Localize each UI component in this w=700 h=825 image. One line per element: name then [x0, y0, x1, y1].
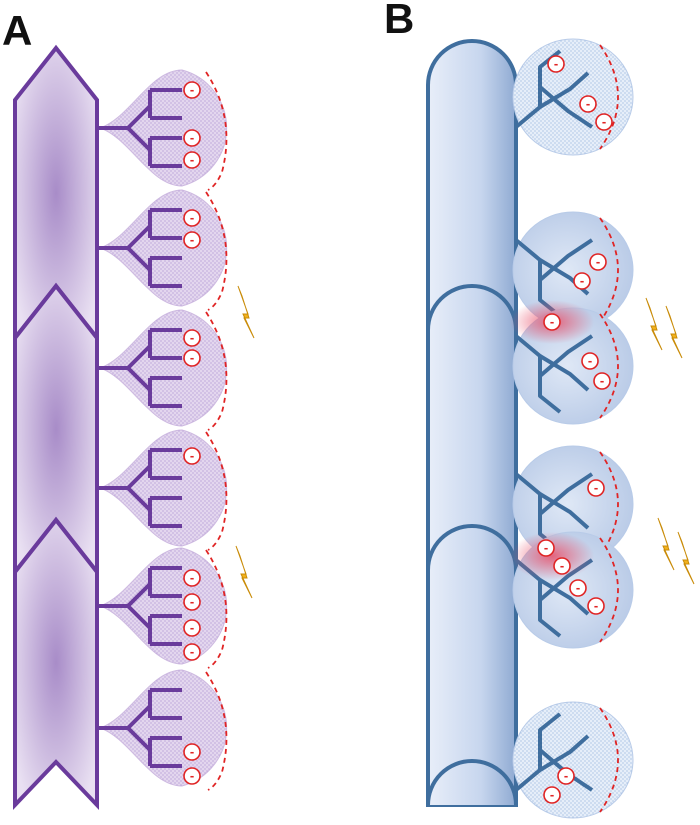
negative-charge-icon: -	[183, 619, 201, 637]
panel-b: ---------------	[426, 38, 695, 819]
negative-charge-icon: -	[589, 253, 607, 271]
panel-a-label: A	[2, 7, 32, 54]
negative-charge-icon: -	[569, 579, 587, 597]
charge-symbol: -	[190, 644, 194, 659]
side-chain-unit: -	[97, 429, 228, 551]
charge-symbol: -	[580, 273, 584, 288]
negative-charge-icon: -	[183, 209, 201, 227]
charge-symbol: -	[190, 570, 194, 585]
charge-symbol: -	[564, 768, 568, 783]
panel-a: --------------	[13, 44, 255, 810]
side-chain-unit: ---	[512, 38, 634, 156]
charge-symbol: -	[588, 353, 592, 368]
charge-symbol: -	[586, 96, 590, 111]
lightning-bolt-icon	[665, 305, 683, 359]
negative-charge-icon: -	[593, 372, 611, 390]
negative-charge-icon: -	[183, 231, 201, 249]
charge-symbol: -	[544, 540, 548, 555]
negative-charge-icon: -	[183, 129, 201, 147]
charge-symbol: -	[190, 152, 194, 167]
side-chain-unit: --	[512, 701, 634, 819]
side-chain-unit: --	[97, 669, 228, 791]
lightning-bolt-icon	[657, 517, 675, 571]
charge-symbol: -	[190, 130, 194, 145]
negative-charge-icon: -	[581, 352, 599, 370]
charge-symbol: -	[190, 744, 194, 759]
lightning-bolt-icon	[645, 297, 663, 351]
charge-symbol: -	[190, 330, 194, 345]
side-chain-unit: - - -	[97, 69, 228, 191]
lightning-bolt-icon	[235, 545, 253, 599]
charge-symbol: -	[190, 448, 194, 463]
charge-symbol: -	[190, 620, 194, 635]
negative-charge-icon: -	[547, 55, 565, 73]
charge-symbol: -	[190, 232, 194, 247]
negative-charge-icon: -	[183, 447, 201, 465]
charge-symbol: -	[594, 598, 598, 613]
negative-charge-icon: -	[183, 743, 201, 761]
negative-charge-icon: -	[595, 113, 613, 131]
charge-symbol: -	[190, 594, 194, 609]
negative-charge-icon: -	[579, 95, 597, 113]
negative-charge-icon: -	[183, 767, 201, 785]
charge-symbol: -	[596, 254, 600, 269]
negative-charge-icon: -	[183, 593, 201, 611]
charge-symbol: -	[602, 114, 606, 129]
lightning-bolt-icon	[677, 531, 695, 585]
negative-charge-icon: -	[557, 767, 575, 785]
charge-symbol: -	[560, 558, 564, 573]
negative-charge-icon: -	[543, 313, 561, 331]
panel-b-label: B	[384, 0, 414, 42]
negative-charge-icon: -	[183, 329, 201, 347]
charge-symbol: -	[600, 373, 604, 388]
negative-charge-icon: -	[543, 786, 561, 804]
charge-symbol: -	[594, 480, 598, 495]
charge-symbol: -	[190, 210, 194, 225]
negative-charge-icon: -	[537, 539, 555, 557]
negative-charge-icon: -	[587, 479, 605, 497]
lightning-bolt-icon	[237, 285, 255, 339]
negative-charge-icon: -	[183, 569, 201, 587]
charge-symbol: -	[190, 350, 194, 365]
side-chain-unit: --	[512, 211, 634, 329]
negative-charge-icon: -	[183, 81, 201, 99]
backbone-segment-a3	[13, 516, 99, 810]
negative-charge-icon: -	[183, 349, 201, 367]
side-chain-unit: - - - -	[97, 547, 228, 669]
charge-symbol: -	[576, 580, 580, 595]
side-chain-unit: --	[97, 309, 228, 431]
negative-charge-icon: -	[183, 151, 201, 169]
charge-symbol: -	[190, 82, 194, 97]
negative-charge-icon: -	[183, 643, 201, 661]
side-chain-unit: --	[97, 189, 228, 311]
negative-charge-icon: -	[587, 597, 605, 615]
charge-symbol: -	[550, 314, 554, 329]
backbone-tube-b3	[426, 524, 518, 805]
charge-symbol: -	[190, 768, 194, 783]
charge-symbol: -	[550, 787, 554, 802]
charge-symbol: -	[554, 56, 558, 71]
negative-charge-icon: -	[553, 557, 571, 575]
negative-charge-icon: -	[573, 272, 591, 290]
